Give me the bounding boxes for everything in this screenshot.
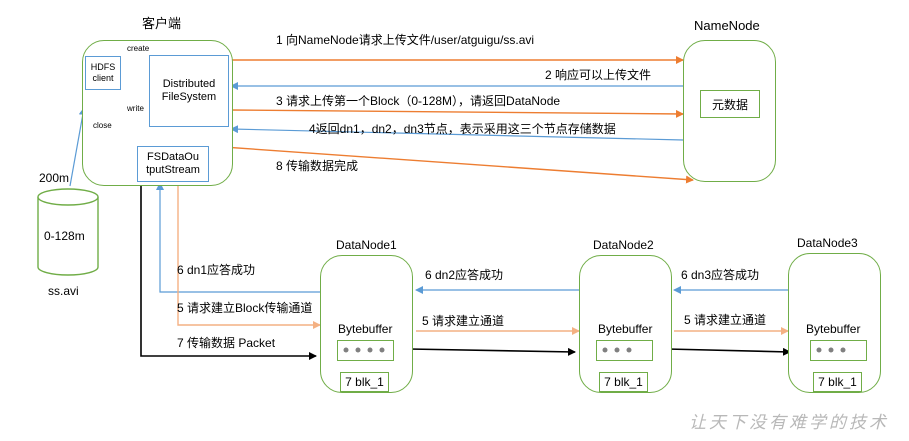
watermark: 让天下没有难学的技术	[689, 413, 889, 433]
datanode3-block-label: 7 blk_1	[818, 375, 857, 389]
hdfs-client-box: HDFS client	[85, 56, 121, 90]
datanode1-title: DataNode1	[336, 238, 397, 252]
arrow-data-dn3	[666, 347, 791, 356]
namenode-metadata-box: 元数据	[700, 90, 760, 118]
close-label: close	[93, 121, 112, 130]
namenode-metadata-label: 元数据	[711, 97, 748, 112]
datanode1-buffer-box	[337, 340, 394, 361]
step-3-label: 3 请求上传第一个Block（0-128M），请返回DataNode	[276, 94, 561, 108]
arrow-setup-dn1	[177, 183, 321, 329]
step-5-dn2-label: 5 请求建立通道	[422, 314, 505, 328]
fsdataoutputstream-box: FSDataOu tputStream	[137, 146, 209, 182]
step-7-packet-label: 7 传输数据 Packet	[177, 336, 276, 350]
datanode3-block-box: 7 blk_1	[813, 372, 862, 392]
file-size-label: 200m	[39, 171, 70, 185]
step-5-dn1-label: 5 请求建立Block传输通道	[177, 301, 313, 315]
step-5-dn3-label: 5 请求建立通道	[684, 313, 767, 327]
step-1-label: 1 向NameNode请求上传文件/user/atguigu/ss.avi	[276, 33, 535, 47]
step-6-dn1-label: 6 dn1应答成功	[177, 263, 256, 277]
fsdata-line-1: FSDataOu	[147, 151, 199, 163]
hdfs-client-label: HDFS client	[90, 62, 116, 83]
step-2-label: 2 响应可以上传文件	[545, 68, 652, 82]
datanode3-title: DataNode3	[797, 236, 858, 250]
arrow-step-4	[230, 125, 684, 141]
datanode2-buffer-label: Bytebuffer	[598, 322, 653, 336]
step-4-label: 4返回dn1，dn2，dn3节点，表示采用这三个节点存储数据	[309, 122, 616, 136]
namenode-title: NameNode	[694, 18, 760, 33]
write-label: write	[127, 104, 144, 113]
distributed-filesystem-box: Distributed FileSystem	[149, 55, 229, 127]
datanode2-buffer-box	[596, 340, 653, 361]
file-range-label: 0-128m	[44, 229, 85, 243]
file-cylinder	[37, 188, 99, 276]
fsdata-line-2: tputStream	[146, 164, 200, 176]
arrow-dn1-ack	[156, 182, 320, 293]
file-name-label: ss.avi	[48, 284, 79, 298]
datanode1-block-label: 7 blk_1	[345, 375, 384, 389]
datanode2-block-label: 7 blk_1	[604, 375, 643, 389]
arrow-packet-dn1	[140, 183, 317, 360]
datanode2-container	[579, 255, 672, 393]
datanode3-buffer-box	[810, 340, 867, 361]
client-title: 客户端	[142, 16, 182, 31]
datanode3-buffer-label: Bytebuffer	[806, 322, 861, 336]
datanode3-container	[788, 253, 881, 393]
create-label: create	[127, 44, 150, 53]
step-6-dn2-label: 6 dn2应答成功	[425, 268, 504, 282]
step-6-dn3-label: 6 dn3应答成功	[681, 268, 760, 282]
arrow-data-dn2	[408, 347, 576, 356]
datanode2-title: DataNode2	[593, 238, 654, 252]
arrow-step-8	[208, 145, 694, 184]
arrow-file-to-client	[69, 107, 87, 187]
distributed-filesystem-label: Distributed FileSystem	[161, 78, 217, 103]
arrow-step-3	[229, 109, 684, 118]
datanode1-buffer-label: Bytebuffer	[338, 322, 393, 336]
step-8-label: 8 传输数据完成	[276, 159, 359, 173]
datanode1-container	[320, 255, 413, 393]
datanode1-block-box: 7 blk_1	[340, 372, 389, 392]
datanode2-block-box: 7 blk_1	[599, 372, 648, 392]
